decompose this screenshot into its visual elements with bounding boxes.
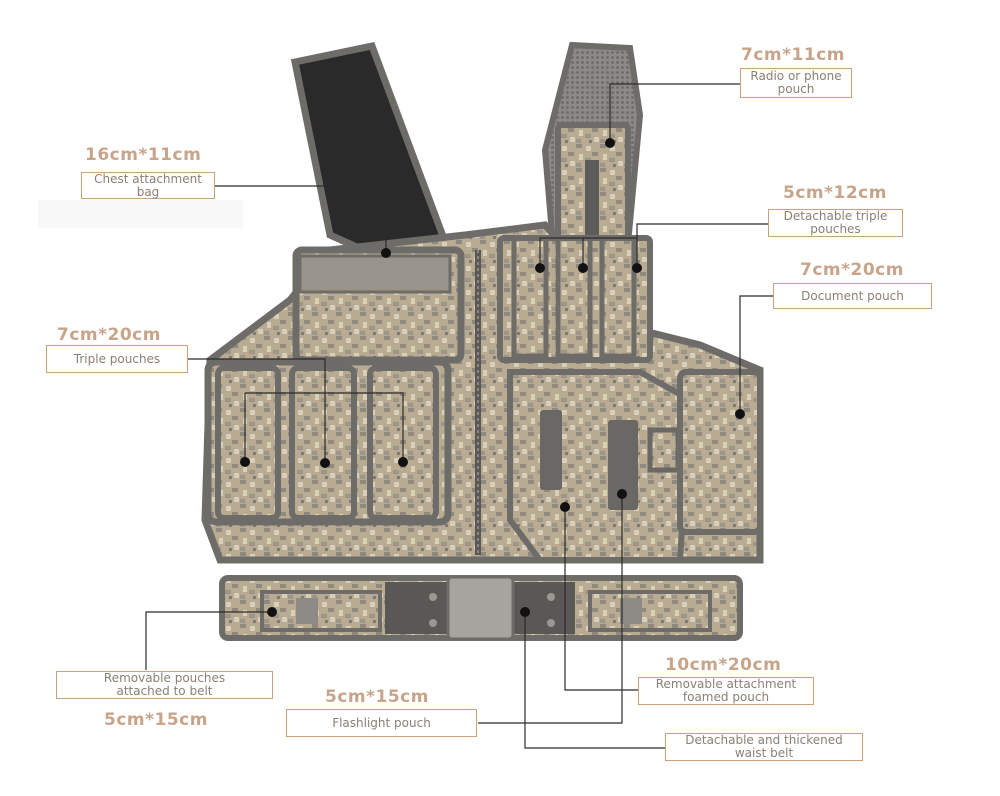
leader-lines <box>145 83 773 749</box>
triple-size: 7cm*20cm <box>57 325 161 345</box>
document-size: 7cm*20cm <box>800 260 904 280</box>
detachable-triple-pouches <box>497 235 653 363</box>
flashlight-pouch-label: Flashlight pouch <box>286 709 477 737</box>
radio-pouch <box>555 122 631 243</box>
chest-attachment-bag <box>292 246 465 364</box>
leader-dots <box>240 138 745 617</box>
chest-size: 16cm*11cm <box>85 145 202 165</box>
belt-pouches-label: Removable pouches attached to belt <box>56 671 273 699</box>
triple-pouches <box>204 358 452 526</box>
foamed-pouch <box>507 369 694 563</box>
chest-bag-label: Chest attachment bag <box>81 172 215 199</box>
document-pouch-label: Document pouch <box>773 283 932 309</box>
document-pouch <box>677 369 763 535</box>
detach-triple-label: Detachable triple pouches <box>768 209 903 237</box>
flashlight-size: 5cm*15cm <box>325 687 429 707</box>
radio-size: 7cm*11cm <box>741 45 845 65</box>
foamed-size: 10cm*20cm <box>665 655 782 675</box>
waist-belt-label: Detachable and thickened waist belt <box>665 733 863 761</box>
triple-pouches-label: Triple pouches <box>46 345 188 373</box>
detach-triple-size: 5cm*12cm <box>783 183 887 203</box>
waist-belt <box>219 575 743 641</box>
radio-pouch-label: Radio or phone pouch <box>740 68 852 98</box>
belt-pouches-size: 5cm*15cm <box>104 710 208 730</box>
foamed-pouch-label: Removable attachment foamed pouch <box>638 677 814 705</box>
left-shoulder-strap <box>290 41 455 266</box>
